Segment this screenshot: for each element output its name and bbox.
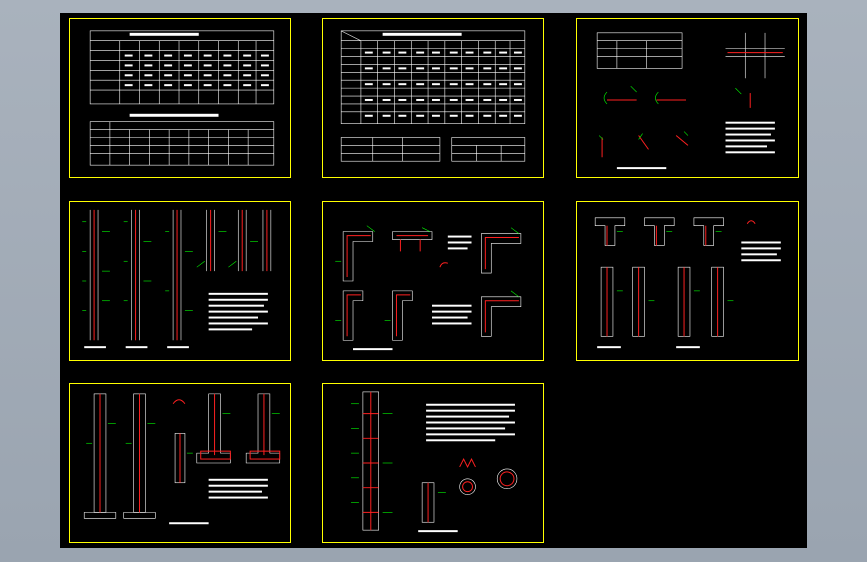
sheet-6-graphics: [594, 217, 781, 349]
drawing-sheet-1[interactable]: [69, 18, 291, 178]
sheet-7-graphics: [83, 393, 281, 525]
drawing-sheet-7[interactable]: [69, 383, 291, 543]
sheet-4-graphics: [82, 209, 272, 349]
drawing-sheet-5[interactable]: [322, 201, 544, 361]
drawing-sheet-4[interactable]: [69, 201, 291, 361]
sheet-1-graphics: [89, 30, 275, 166]
sheet-8-graphics: [351, 391, 518, 533]
sheet-3-graphics: [596, 32, 785, 170]
drawing-sheet-8[interactable]: [322, 383, 544, 543]
drawing-sheet-3[interactable]: [576, 18, 799, 178]
cad-drawing-canvas[interactable]: [60, 13, 807, 548]
sheet-2-graphics: [340, 30, 526, 162]
drawing-sheet-6[interactable]: [576, 201, 799, 361]
sheet-5-graphics: [335, 225, 522, 351]
drawing-sheet-2[interactable]: [322, 18, 544, 178]
